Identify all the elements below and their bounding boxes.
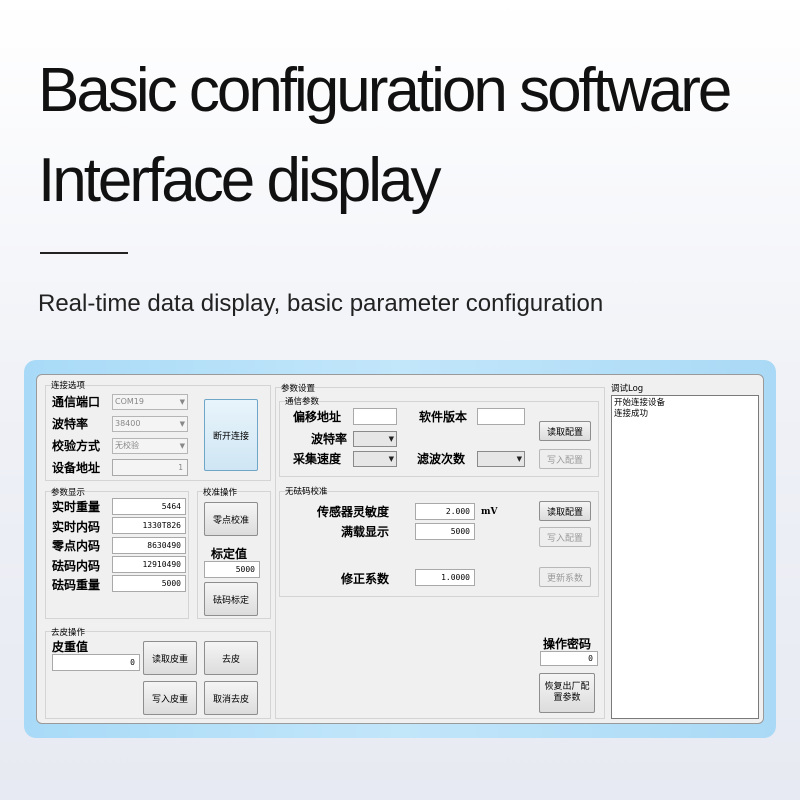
weight-code-label: 砝码内码 (52, 559, 101, 573)
chevron-down-icon: ▼ (179, 442, 185, 450)
parity-label: 校验方式 (52, 439, 101, 453)
chevron-down-icon: ▼ (179, 420, 185, 428)
realtime-weight-field[interactable]: 5464 (112, 498, 186, 515)
param-settings-title: 参数设置 (281, 384, 316, 394)
filter-select[interactable]: ▼ (477, 451, 525, 467)
param-baud-label: 波特率 (311, 432, 348, 446)
weightless-write-button[interactable]: 写入配置 (539, 527, 591, 547)
offset-field[interactable] (353, 408, 397, 425)
coef-field[interactable]: 1.0000 (415, 569, 475, 586)
params-display-title: 参数显示 (51, 488, 86, 498)
password-field[interactable]: 0 (540, 651, 598, 666)
read-config-button[interactable]: 读取配置 (539, 421, 591, 441)
port-select-value: COM19 (115, 397, 144, 406)
tare-label: 皮重值 (52, 640, 89, 654)
parity-select-value: 无校验 (115, 441, 139, 450)
hero-title: Basic configuration software Interface d… (38, 46, 778, 226)
comm-params-group (279, 401, 599, 477)
password-label: 操作密码 (543, 637, 592, 651)
app-window: 连接选项 通信端口 COM19 ▼ 波特率 38400 ▼ 校验方式 无校验 ▼ 设备… (36, 374, 764, 724)
params-display-group (45, 491, 189, 619)
tare-field[interactable]: 0 (52, 654, 140, 671)
restore-factory-button[interactable]: 恢复出厂配置参数 (539, 673, 595, 713)
divider (40, 252, 128, 254)
port-label: 通信端口 (52, 395, 101, 409)
connection-group (45, 385, 271, 481)
cal-value-label: 标定值 (211, 547, 248, 561)
speed-select[interactable]: ▼ (353, 451, 397, 467)
realtime-code-field[interactable]: 1330T826 (112, 517, 186, 534)
weightless-group (279, 491, 599, 597)
speed-label: 采集速度 (293, 452, 342, 466)
comm-params-title: 通信参数 (285, 397, 320, 407)
address-field[interactable]: 1 (112, 459, 188, 476)
tare-group-title: 去皮操作 (51, 628, 86, 638)
realtime-weight-label: 实时重量 (52, 500, 101, 514)
chevron-down-icon: ▼ (179, 398, 185, 406)
hero-title-line2: Interface display (38, 146, 441, 215)
calibration-group (197, 491, 271, 619)
sensitivity-field[interactable]: 2.000 (415, 503, 475, 520)
zero-calibration-button[interactable]: 零点校准 (204, 502, 258, 536)
chevron-down-icon: ▼ (388, 435, 394, 443)
write-tare-button[interactable]: 写入皮重 (143, 681, 197, 715)
cancel-tare-button[interactable]: 取消去皮 (204, 681, 258, 715)
hero-subtitle: Real-time data display, basic parameter … (38, 290, 604, 317)
baud-label: 波特率 (52, 417, 89, 431)
update-coef-button[interactable]: 更新系数 (539, 567, 591, 587)
weightless-read-button[interactable]: 读取配置 (539, 501, 591, 521)
version-label: 软件版本 (419, 410, 468, 424)
offset-label: 偏移地址 (293, 410, 342, 424)
calibration-group-title: 校准操作 (203, 488, 238, 498)
zero-code-field[interactable]: 8630490 (112, 537, 186, 554)
log-line: 连接成功 (614, 409, 649, 419)
chevron-down-icon: ▼ (388, 455, 394, 463)
weight-code-field[interactable]: 12910490 (112, 556, 186, 573)
full-load-label: 满载显示 (341, 525, 390, 539)
realtime-code-label: 实时内码 (52, 520, 101, 534)
write-config-button[interactable]: 写入配置 (539, 449, 591, 469)
version-field[interactable] (477, 408, 525, 425)
log-title: 调试Log (611, 384, 644, 394)
sensitivity-label: 传感器灵敏度 (317, 505, 390, 519)
sensitivity-unit: mV (481, 507, 498, 517)
tare-button[interactable]: 去皮 (204, 641, 258, 675)
cal-value-field[interactable]: 5000 (204, 561, 260, 578)
coef-label: 修正系数 (341, 572, 390, 586)
weight-value-field[interactable]: 5000 (112, 575, 186, 592)
tare-group (45, 631, 271, 719)
param-baud-select[interactable]: ▼ (353, 431, 397, 447)
disconnect-button[interactable]: 断开连接 (204, 399, 258, 471)
filter-label: 滤波次数 (417, 452, 466, 466)
weight-calibration-button[interactable]: 砝码标定 (204, 582, 258, 616)
chevron-down-icon: ▼ (516, 455, 522, 463)
baud-select[interactable]: 38400 ▼ (112, 416, 188, 432)
address-label: 设备地址 (52, 461, 101, 475)
weightless-group-title: 无砝码校准 (285, 487, 328, 497)
read-tare-button[interactable]: 读取皮重 (143, 641, 197, 675)
param-settings-group (275, 387, 605, 719)
log-line: 开始连接设备 (614, 398, 666, 408)
connection-group-title: 连接选项 (51, 381, 86, 391)
full-load-field[interactable]: 5000 (415, 523, 475, 540)
weight-value-label: 砝码重量 (52, 578, 101, 592)
hero-title-line1: Basic configuration software (38, 56, 732, 125)
baud-select-value: 38400 (115, 419, 141, 428)
parity-select[interactable]: 无校验 ▼ (112, 438, 188, 454)
zero-code-label: 零点内码 (52, 539, 101, 553)
log-panel: 开始连接设备 连接成功 (611, 395, 759, 719)
port-select[interactable]: COM19 ▼ (112, 394, 188, 410)
